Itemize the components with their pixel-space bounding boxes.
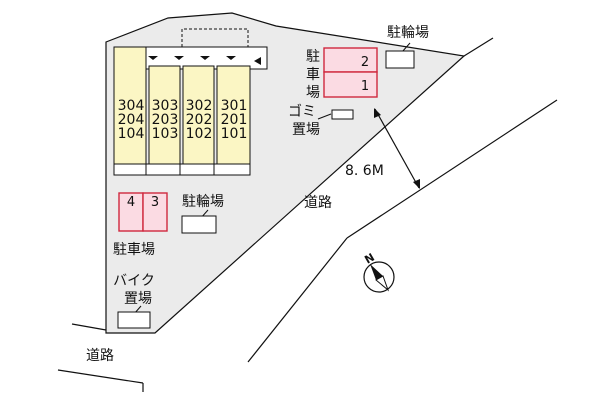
- leader-line: [317, 113, 332, 120]
- dimension-arrow-icon: [413, 179, 420, 189]
- road-edge-right-1: [463, 37, 494, 57]
- unit-number: 103: [152, 126, 179, 142]
- car-parking-right-label: 車: [306, 66, 320, 83]
- unit-number: 203: [152, 112, 179, 128]
- unit-number: 201: [221, 112, 248, 128]
- unit-number: 303: [152, 98, 179, 114]
- parking-space-number: 2: [361, 55, 369, 70]
- bike-parking-top: [385, 50, 415, 69]
- walkway-dashed-outline: [181, 28, 249, 47]
- parking-space-number: 1: [361, 79, 369, 94]
- unit-number: 202: [186, 112, 213, 128]
- motorbike-parking-label: 置場: [124, 291, 152, 307]
- car-parking-right-label: 駐: [306, 49, 320, 65]
- unit-number: 301: [221, 98, 248, 114]
- garbage-area: [331, 109, 354, 120]
- car-parking-left: 4 3: [118, 192, 168, 232]
- garbage-label: 置場: [292, 122, 320, 138]
- parking-space-number: 4: [127, 195, 135, 210]
- car-parking-left-label: 駐車場: [113, 241, 155, 258]
- parking-space-number: 3: [151, 195, 159, 210]
- garbage-label: ゴミ: [288, 103, 316, 120]
- bike-parking-mid-label: 駐輪場: [182, 193, 224, 210]
- entrance-arrow-icon: [174, 56, 184, 60]
- road-right-label: 道路: [304, 195, 332, 211]
- unit-number: 302: [186, 98, 213, 114]
- unit-number: 104: [118, 126, 145, 142]
- bike-parking-top-label: 駐輪場: [387, 24, 429, 41]
- road-width-label: 8. 6M: [345, 163, 384, 179]
- car-parking-right-label: 場: [306, 85, 320, 101]
- unit-number: 204: [118, 112, 145, 128]
- road-edge-bottom-2: [57, 369, 144, 384]
- car-parking-right: 2 1: [323, 47, 378, 98]
- road-width-dimension: [374, 108, 420, 189]
- road-bottom-label: 道路: [86, 348, 114, 364]
- unit-number: 102: [186, 126, 213, 142]
- road-edge-right-2: [247, 237, 348, 363]
- north-arrow-icon: [363, 261, 395, 293]
- road-edge-right-3: [346, 99, 558, 239]
- dimension-arrow-icon: [374, 108, 381, 118]
- road-edge-bottom-1: [71, 323, 107, 331]
- unit-number: 304: [118, 98, 145, 114]
- motorbike-parking: [117, 311, 151, 329]
- unit-number: 101: [221, 126, 248, 142]
- bike-parking-mid: [181, 215, 217, 234]
- entrance-arrow-icon: [200, 56, 210, 60]
- entrance-arrow-icon: [226, 56, 236, 60]
- apartment-building: 304 204 104 303 203 103 302 202 102 301 …: [113, 46, 251, 176]
- entrance-arrow-icon: [148, 56, 158, 60]
- motorbike-parking-label: バイク: [113, 273, 155, 289]
- entrance-arrow-icon: [254, 57, 261, 65]
